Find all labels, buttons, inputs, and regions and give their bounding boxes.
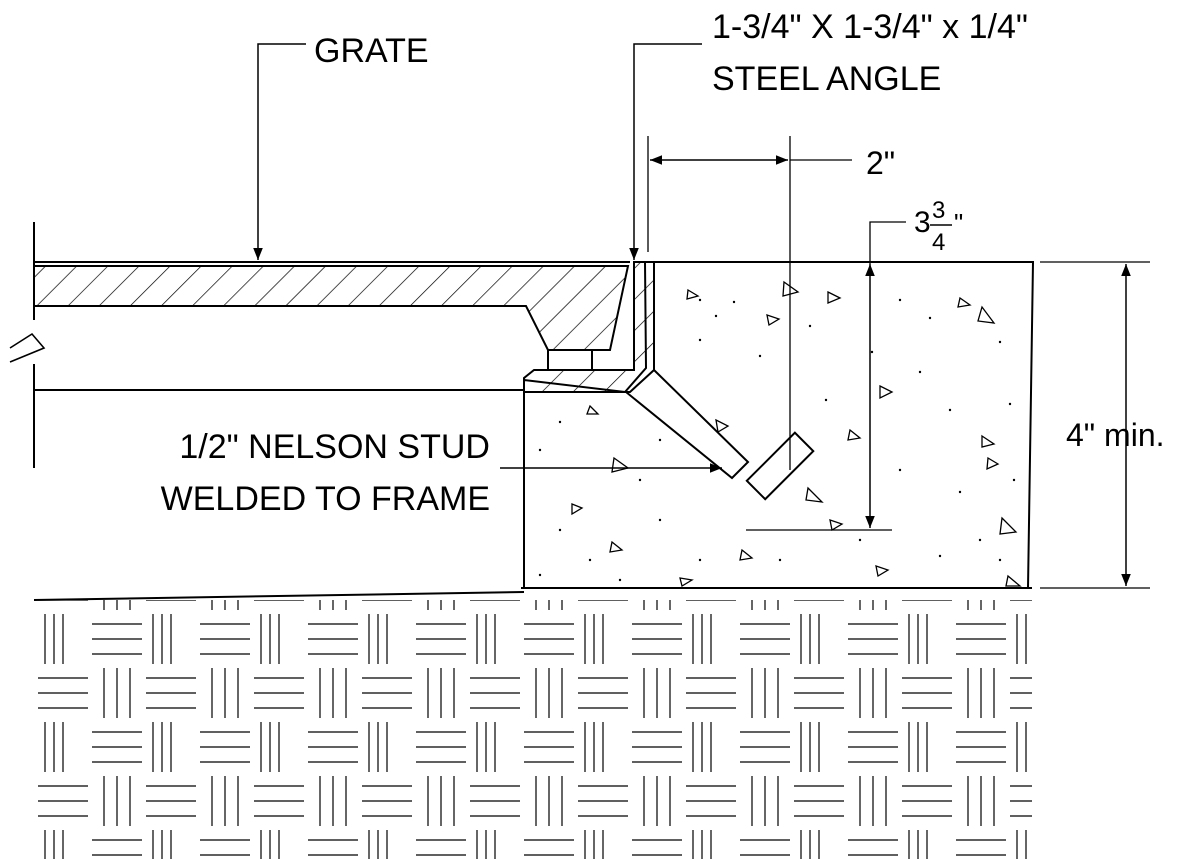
steel-angle-label-line1: 1-3/4" X 1-3/4" x 1/4" <box>712 8 1028 46</box>
dim-3-3-4-inch-mark: " <box>954 208 963 238</box>
steel-angle-leader <box>629 43 702 260</box>
dim-2in <box>647 136 852 470</box>
stud-label-line1: 1/2" NELSON STUD <box>179 428 490 466</box>
grate-leader <box>253 43 306 260</box>
dim-2in-label: 2" <box>866 145 895 181</box>
dim-3-3-4 <box>746 221 906 531</box>
dim-3-3-4-numerator: 3 <box>932 197 945 224</box>
dim-4-min <box>1040 261 1150 589</box>
nelson-stud <box>625 369 815 501</box>
dim-3-3-4-label: 3 3 4 " <box>914 197 963 256</box>
grate-section <box>9 222 630 468</box>
concrete-aggregate <box>571 280 1022 588</box>
steel-angle-label-line2: STEEL ANGLE <box>712 60 941 98</box>
steel-angle <box>523 261 655 393</box>
stud-label-line2: WELDED TO FRAME <box>161 480 490 518</box>
grate-label: GRATE <box>314 32 429 70</box>
dim-3-3-4-whole: 3 <box>914 206 931 239</box>
dim-3-3-4-denominator: 4 <box>932 229 945 256</box>
paver-ground <box>33 587 1032 859</box>
dim-4-min-label: 4" min. <box>1066 417 1165 453</box>
